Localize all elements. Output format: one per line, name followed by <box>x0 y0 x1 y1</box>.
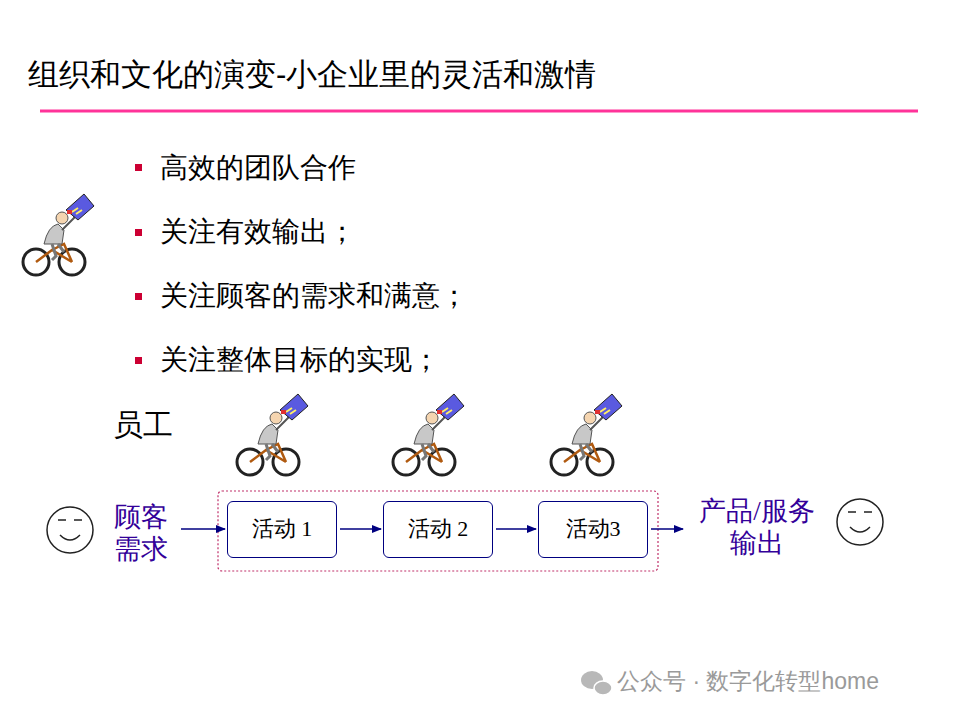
wechat-icon <box>581 671 612 695</box>
activity-box: 活动3 <box>538 501 648 558</box>
bullet-marks <box>135 164 142 364</box>
customer-need: 顾客 需求 <box>104 497 178 570</box>
activity-box: 活动 1 <box>227 501 337 558</box>
flow-arrow <box>496 528 536 530</box>
flow-arrow <box>340 528 381 530</box>
node-text: 顾客 需求 <box>110 501 172 566</box>
cyclist-figure <box>551 394 622 475</box>
output-text: 产品/服务 输出 <box>685 491 829 564</box>
node-text: 产品/服务 输出 <box>691 495 823 560</box>
watermark: 公众号 · 数字化转型home <box>617 666 879 697</box>
row-label: 员工 <box>113 405 173 446</box>
flow-arrow <box>181 528 225 530</box>
process-boundary <box>218 491 658 571</box>
node-text: 活动3 <box>566 516 621 542</box>
node-text: 活动 2 <box>408 516 469 542</box>
cyclist-figure <box>393 394 464 475</box>
bullet-text: 关注顾客的需求和满意； <box>160 277 468 315</box>
slide-title: 组织和文化的演变-小企业里的灵活和激情 <box>28 54 596 96</box>
cyclist-figure <box>23 194 94 275</box>
smiley-face <box>47 507 93 553</box>
smiley-face <box>837 499 883 545</box>
title-rule <box>40 110 918 113</box>
cyclist-figure <box>237 394 308 475</box>
bullet-text: 高效的团队合作 <box>160 149 356 187</box>
bullet-text: 关注整体目标的实现； <box>160 341 440 379</box>
bullet-text: 关注有效输出； <box>160 213 356 251</box>
node-text: 活动 1 <box>252 516 313 542</box>
flow-arrow <box>651 528 683 530</box>
activity-box: 活动 2 <box>383 501 493 558</box>
